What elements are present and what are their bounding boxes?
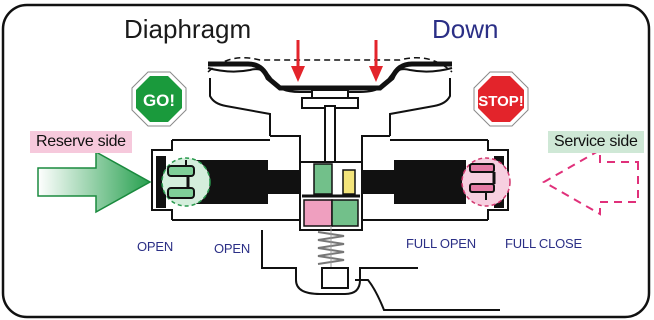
diaphragm-label: Diaphragm	[124, 14, 252, 44]
dashed-left-arrow-icon	[541, 148, 639, 216]
down-arrow-icon	[369, 40, 383, 82]
right-inner-state-label: FULL OPEN	[406, 236, 476, 251]
left-inner-state-label: OPEN	[214, 241, 251, 256]
valve-stem	[324, 105, 336, 165]
service-side-label: Service side	[548, 131, 644, 153]
right-piston	[394, 160, 466, 204]
octagon-go-sign-icon: GO!	[131, 71, 187, 127]
diaphragm	[208, 61, 452, 91]
right-outer-state-label: FULL CLOSE	[505, 236, 582, 251]
direction-label: Down	[432, 14, 499, 44]
stop-sign-text: STOP!	[478, 93, 524, 110]
reserve-side-label: Reserve side	[30, 131, 132, 153]
spring	[317, 231, 345, 265]
down-arrow-icon	[291, 40, 305, 82]
octagon-stop-sign-icon: STOP!	[473, 71, 529, 127]
frame	[1, 3, 651, 319]
go-sign-text: GO!	[143, 91, 175, 110]
solid-right-arrow-icon	[37, 150, 152, 214]
left-outer-state-label: OPEN	[137, 239, 174, 254]
